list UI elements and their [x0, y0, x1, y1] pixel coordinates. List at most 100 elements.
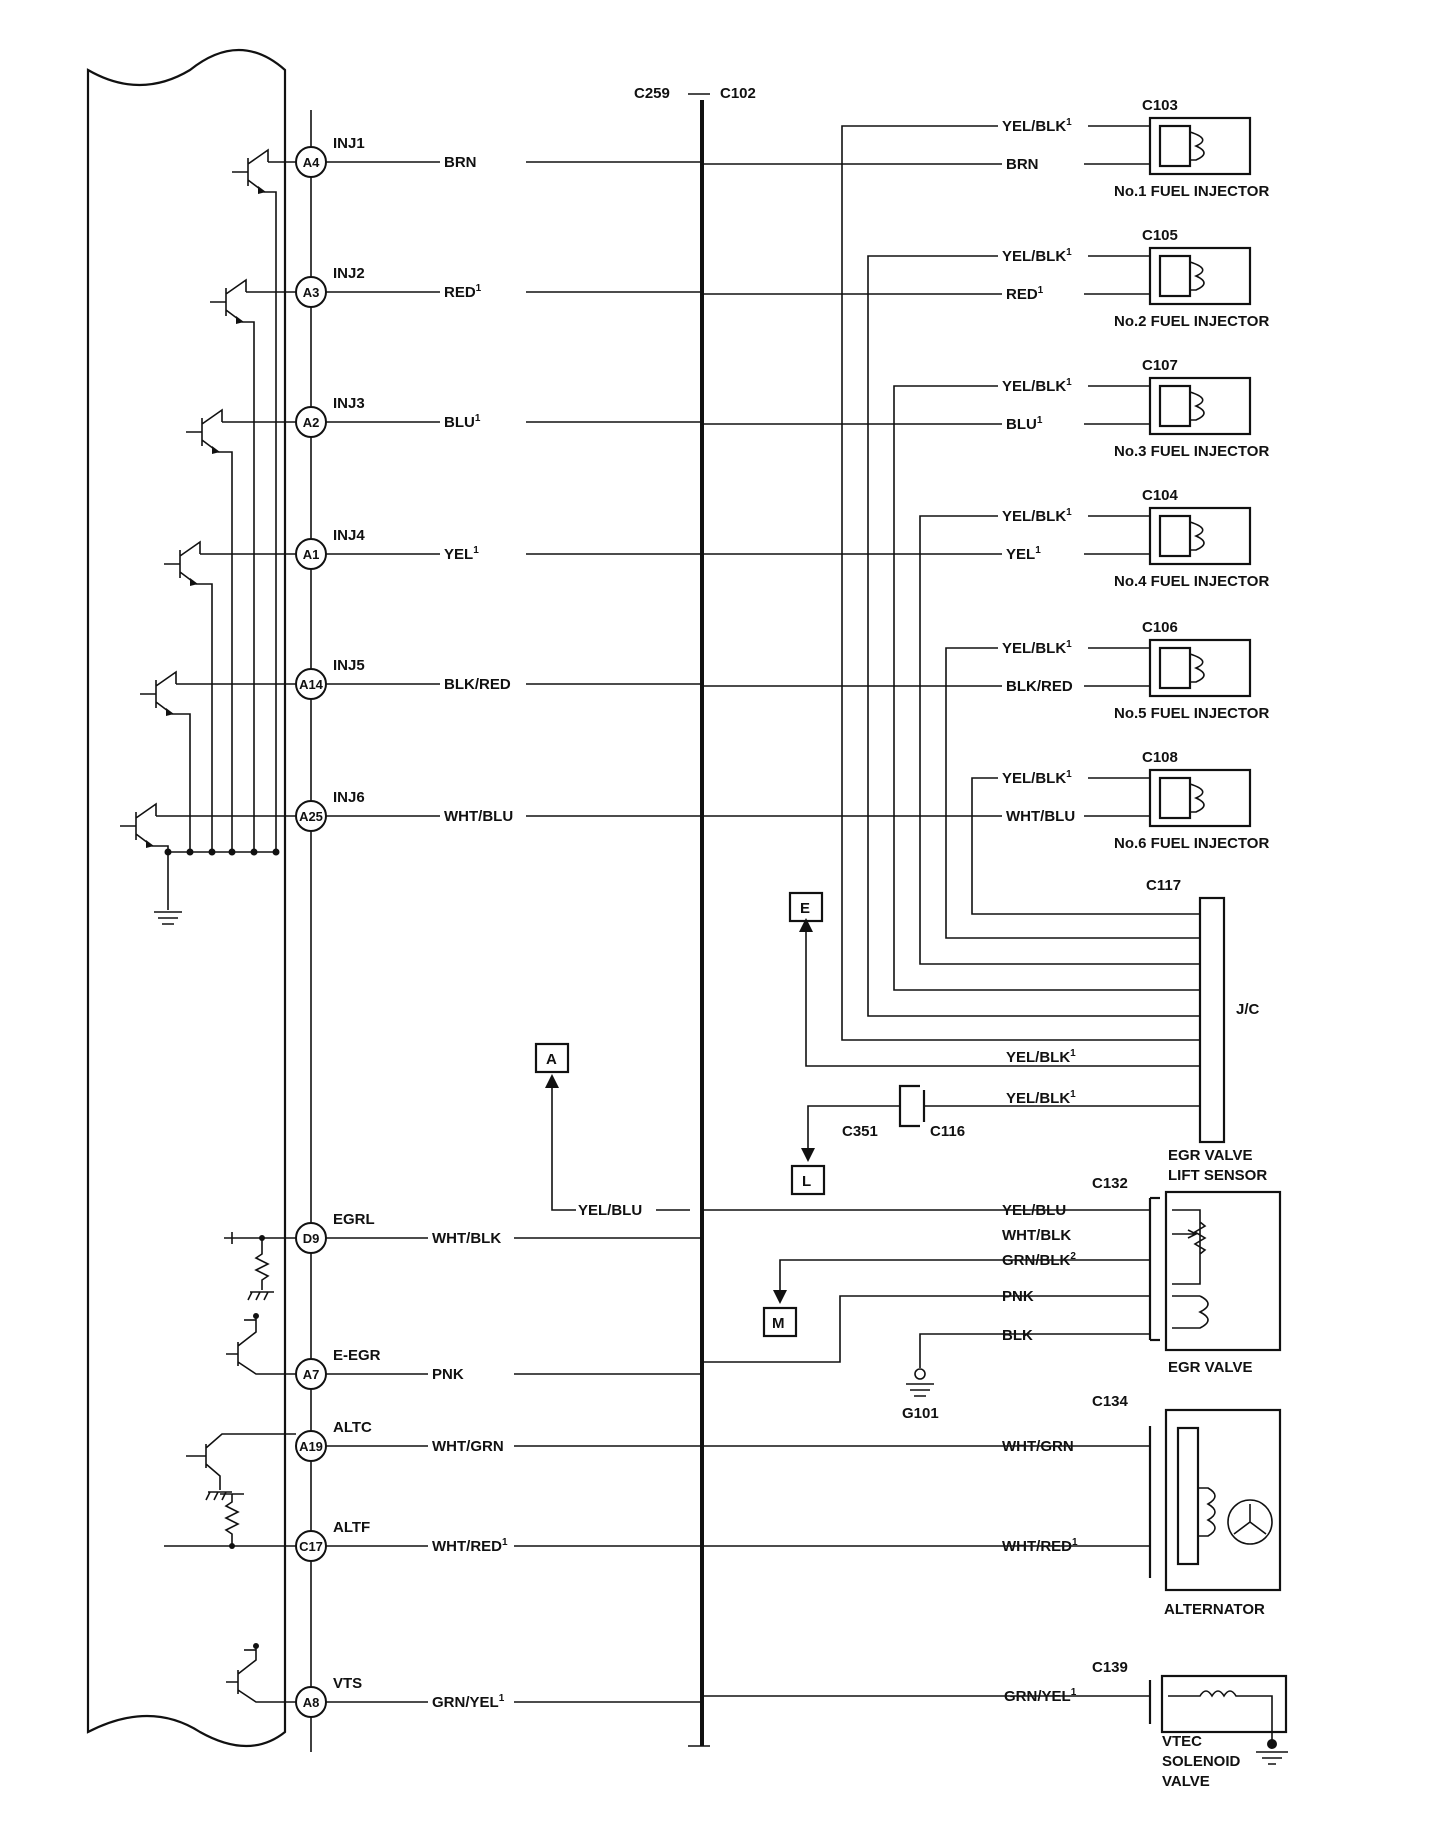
injector-signal-label-text: BRN	[1006, 156, 1039, 173]
vtec-solenoid-coil	[1168, 1690, 1273, 1740]
ecm-signal-label: E-EGR	[333, 1347, 381, 1364]
wire-label-bg	[998, 766, 1088, 784]
ref-a-arrow	[545, 1074, 559, 1088]
connector-c139-label: C139	[1092, 1659, 1128, 1676]
alt-wire-1-label: WHT/GRN	[1002, 1438, 1074, 1455]
egr-wire-blk	[919, 1333, 1150, 1368]
injector-connector-block	[1158, 124, 1192, 168]
ref-a-label: A	[546, 1051, 557, 1068]
ecm-wire-label-sup: 1	[502, 1537, 508, 1548]
ecm-pin-label: A25	[299, 809, 323, 824]
injector-name: No.4 FUEL INJECTOR	[1114, 573, 1269, 590]
ref-e-box	[788, 891, 824, 923]
injector-name: No.3 FUEL INJECTOR	[1114, 443, 1269, 460]
ecm-pin-label: A1	[303, 547, 320, 562]
vtec-solenoid-section: C139 VTEC SOLENOID VALVE	[1092, 1659, 1288, 1790]
injector-supply-label-sup: 1	[1066, 247, 1072, 258]
egr-valve-body	[1164, 1190, 1282, 1352]
vtec-wire-right-label: GRN/YEL1	[1004, 1687, 1077, 1705]
injector-supply-label-sup: 1	[1066, 769, 1072, 780]
ref-m-label: M	[772, 1315, 785, 1332]
injector-supply-label-text: YEL/BLK	[1002, 118, 1066, 135]
ref-l-box	[790, 1164, 826, 1196]
wire-label-bg	[998, 114, 1088, 132]
lift-sensor-wiper	[1172, 1229, 1198, 1239]
ref-e-label: E	[800, 900, 810, 917]
ecm-signal-label: INJ2	[333, 265, 365, 282]
injector-supply-wire-1	[841, 125, 1200, 1041]
injector-name: No.2 FUEL INJECTOR	[1114, 313, 1269, 330]
alternator-section: C134 ALTERNATOR	[1092, 1393, 1282, 1618]
c351-c116-connector	[898, 1084, 926, 1128]
wire-label-bg	[1002, 804, 1084, 822]
driver-transistor-6	[120, 802, 296, 852]
egr-feed-wire-label: YEL/BLU	[578, 1202, 642, 1219]
ecm-pin-a4	[295, 146, 327, 178]
injector-coil-icon	[1189, 521, 1205, 551]
egr-lift-sensor-title-1: EGR VALVE	[1168, 1147, 1252, 1164]
ecm-signal-label: INJ1	[333, 135, 365, 152]
injector-body-2	[1148, 246, 1252, 306]
driver-emitter-arrow	[258, 186, 266, 194]
wire-label-bg	[998, 636, 1088, 654]
injector-name: No.5 FUEL INJECTOR	[1114, 705, 1269, 722]
ref-m-box	[762, 1306, 798, 1338]
injector-connector-block	[1158, 776, 1192, 820]
ecm-signal-label: INJ5	[333, 657, 365, 674]
injector-connector-block	[1158, 254, 1192, 298]
injector-supply-label: YEL/BLK1	[1002, 247, 1072, 265]
injector-signal-label-sup: 1	[1035, 545, 1041, 556]
ecm-signal-label: ALTC	[333, 1419, 372, 1436]
vtec-ground-icon	[1256, 1751, 1288, 1765]
ecm-signal-label: ALTF	[333, 1519, 370, 1536]
injector-signal-label: BLK/RED	[1006, 678, 1073, 695]
injector-coil-icon	[1189, 131, 1205, 161]
ecm-pin-label: A3	[303, 285, 320, 300]
connector-c102-label: C102	[720, 85, 756, 102]
injector-signal-label: WHT/BLU	[1006, 808, 1075, 825]
ecm-wire-label-sup: 1	[475, 413, 481, 424]
driver-emitter-arrow	[146, 840, 154, 848]
injector-supply-label-text: YEL/BLK	[1002, 248, 1066, 265]
driver-emitter-arrow	[166, 708, 174, 716]
egr-lift-sensor-title-2: LIFT SENSOR	[1168, 1167, 1267, 1184]
injector-supply-label-sup: 1	[1066, 377, 1072, 388]
injector-signal-label-text: YEL	[1006, 546, 1035, 563]
injector-connector-label: C103	[1142, 97, 1178, 114]
wire-label-bg	[428, 1362, 514, 1380]
injector-body-1	[1148, 116, 1252, 176]
ecm-wire-label: WHT/GRN	[432, 1438, 504, 1455]
injector-supply-label-text: YEL/BLK	[1002, 770, 1066, 787]
alternator-field-coil	[1198, 1487, 1216, 1537]
injector-name: No.1 FUEL INJECTOR	[1114, 183, 1269, 200]
ecm-pins: A4INJ1BRNA3INJ2RED1A2INJ3BLU1A1INJ4YEL1A…	[295, 135, 702, 1718]
ecm-pin-a14	[295, 668, 327, 700]
jc-wire-to-e	[805, 920, 1200, 1067]
injector-connector-label: C105	[1142, 227, 1178, 244]
injector-connector-label: C108	[1142, 749, 1178, 766]
injector-connector-label: C106	[1142, 619, 1178, 636]
altf-network	[164, 1493, 296, 1549]
ecm-wire-label: BLU1	[444, 413, 481, 431]
wire-label-bg	[440, 410, 526, 428]
ecm-pin-label: A8	[303, 1695, 320, 1710]
ecm-pin-a2	[295, 406, 327, 438]
injector-signal-label: RED1	[1006, 285, 1044, 303]
c351-wire-to-l	[807, 1105, 900, 1156]
ecm-wire-label-text: PNK	[432, 1366, 464, 1383]
injector-connector-block	[1158, 514, 1192, 558]
wire-label-bg	[1002, 152, 1084, 170]
ecm-wire-label: RED1	[444, 283, 482, 301]
ecm-wire-label-text: BRN	[444, 154, 477, 171]
egrl-pullup	[224, 1232, 296, 1301]
vtec-solenoid-body	[1160, 1674, 1288, 1734]
ecm-wire-label-text: GRN/YEL	[432, 1694, 499, 1711]
ecm-wire-label: WHT/BLK	[432, 1230, 501, 1247]
injector-body-3	[1148, 376, 1252, 436]
ref-m-arrow	[773, 1290, 787, 1304]
ecm-pin-label: A7	[303, 1367, 320, 1382]
driver-transistor-2	[210, 278, 296, 852]
lift-sensor-resistor	[1172, 1209, 1207, 1285]
injector-supply-label-sup: 1	[1066, 639, 1072, 650]
driver-transistor-3	[186, 408, 296, 852]
